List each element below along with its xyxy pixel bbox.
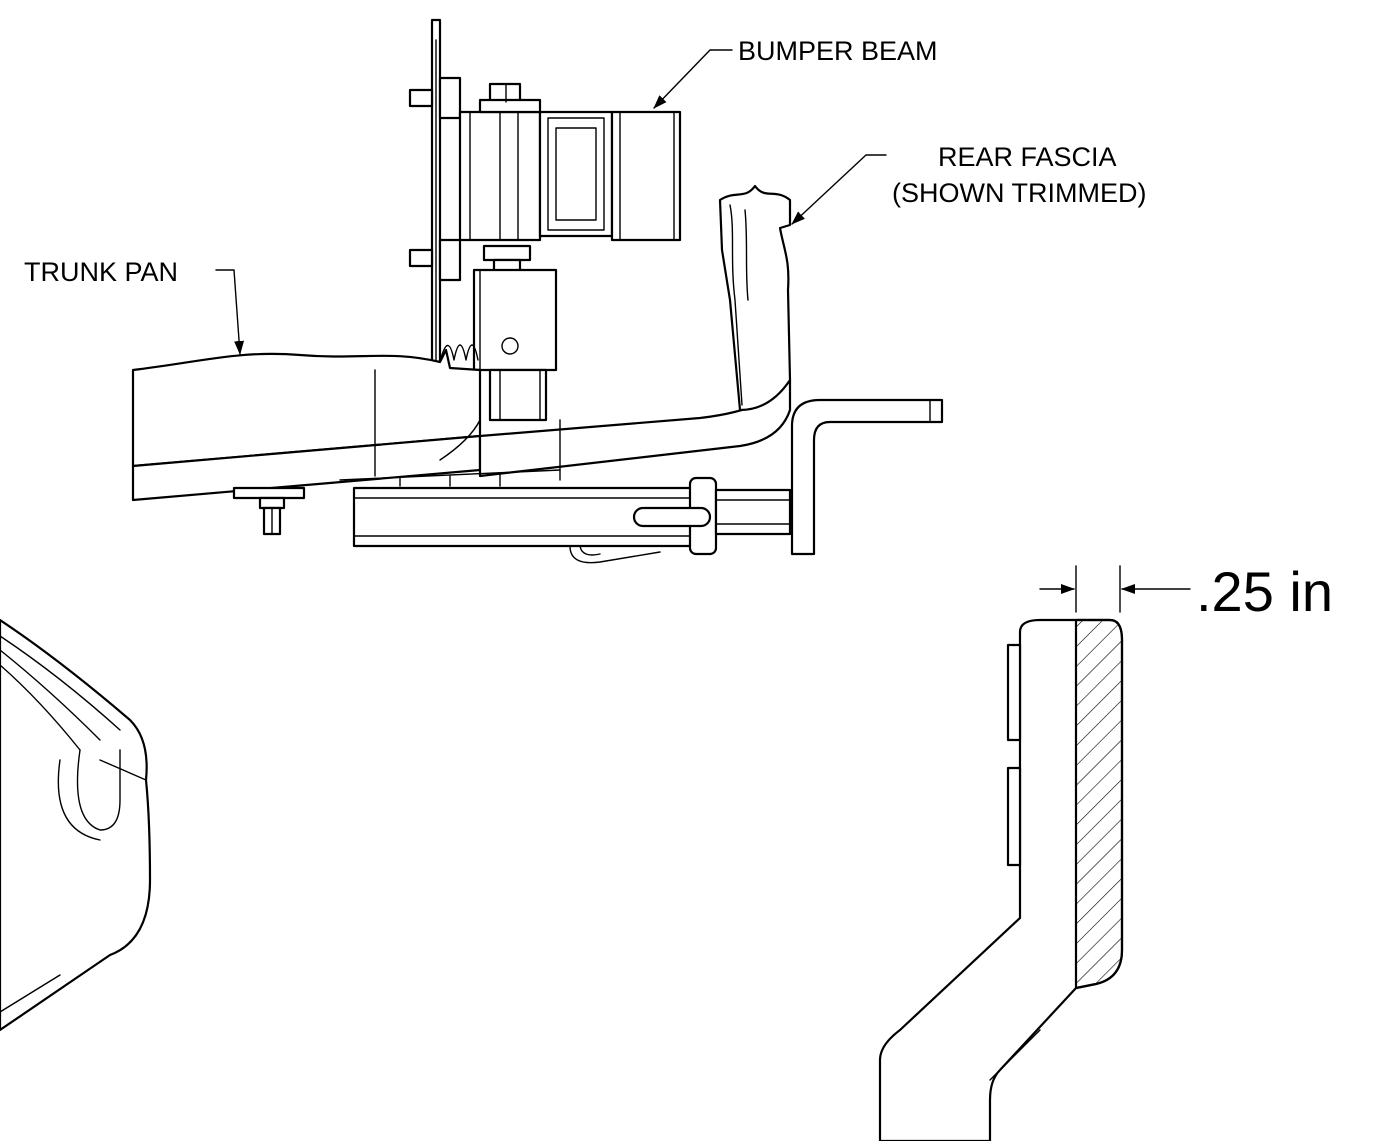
label-rear-fascia-line2: (SHOWN TRIMMED) [892, 178, 1146, 208]
receiver-tube [352, 476, 792, 564]
hitch-assembly [131, 18, 944, 564]
label-rear-fascia-line1: REAR FASCIA [938, 142, 1117, 172]
bottom-plates [339, 469, 561, 487]
label-trunk-pan: TRUNK PAN [24, 257, 178, 287]
leader-bumper-beam: BUMPER BEAM [653, 36, 938, 109]
dimension-value: .25 in [1196, 560, 1333, 623]
left-detail-view [0, 618, 152, 1032]
ball-mount [790, 398, 944, 556]
rear-fascia [718, 184, 792, 412]
leader-trunk-pan: TRUNK PAN [24, 257, 245, 355]
trunk-pan [131, 344, 482, 502]
bumper-beam [538, 110, 682, 242]
right-section-view [878, 618, 1124, 1141]
leader-rear-fascia: REAR FASCIA (SHOWN TRIMMED) [791, 142, 1146, 225]
mounting-plate [408, 18, 462, 370]
label-bumper-beam: BUMPER BEAM [738, 36, 938, 66]
thickness-dimension: .25 in [1039, 560, 1333, 623]
bracket-body [458, 82, 542, 276]
hanger-bracket [472, 268, 558, 422]
bottom-bolt [232, 486, 306, 536]
